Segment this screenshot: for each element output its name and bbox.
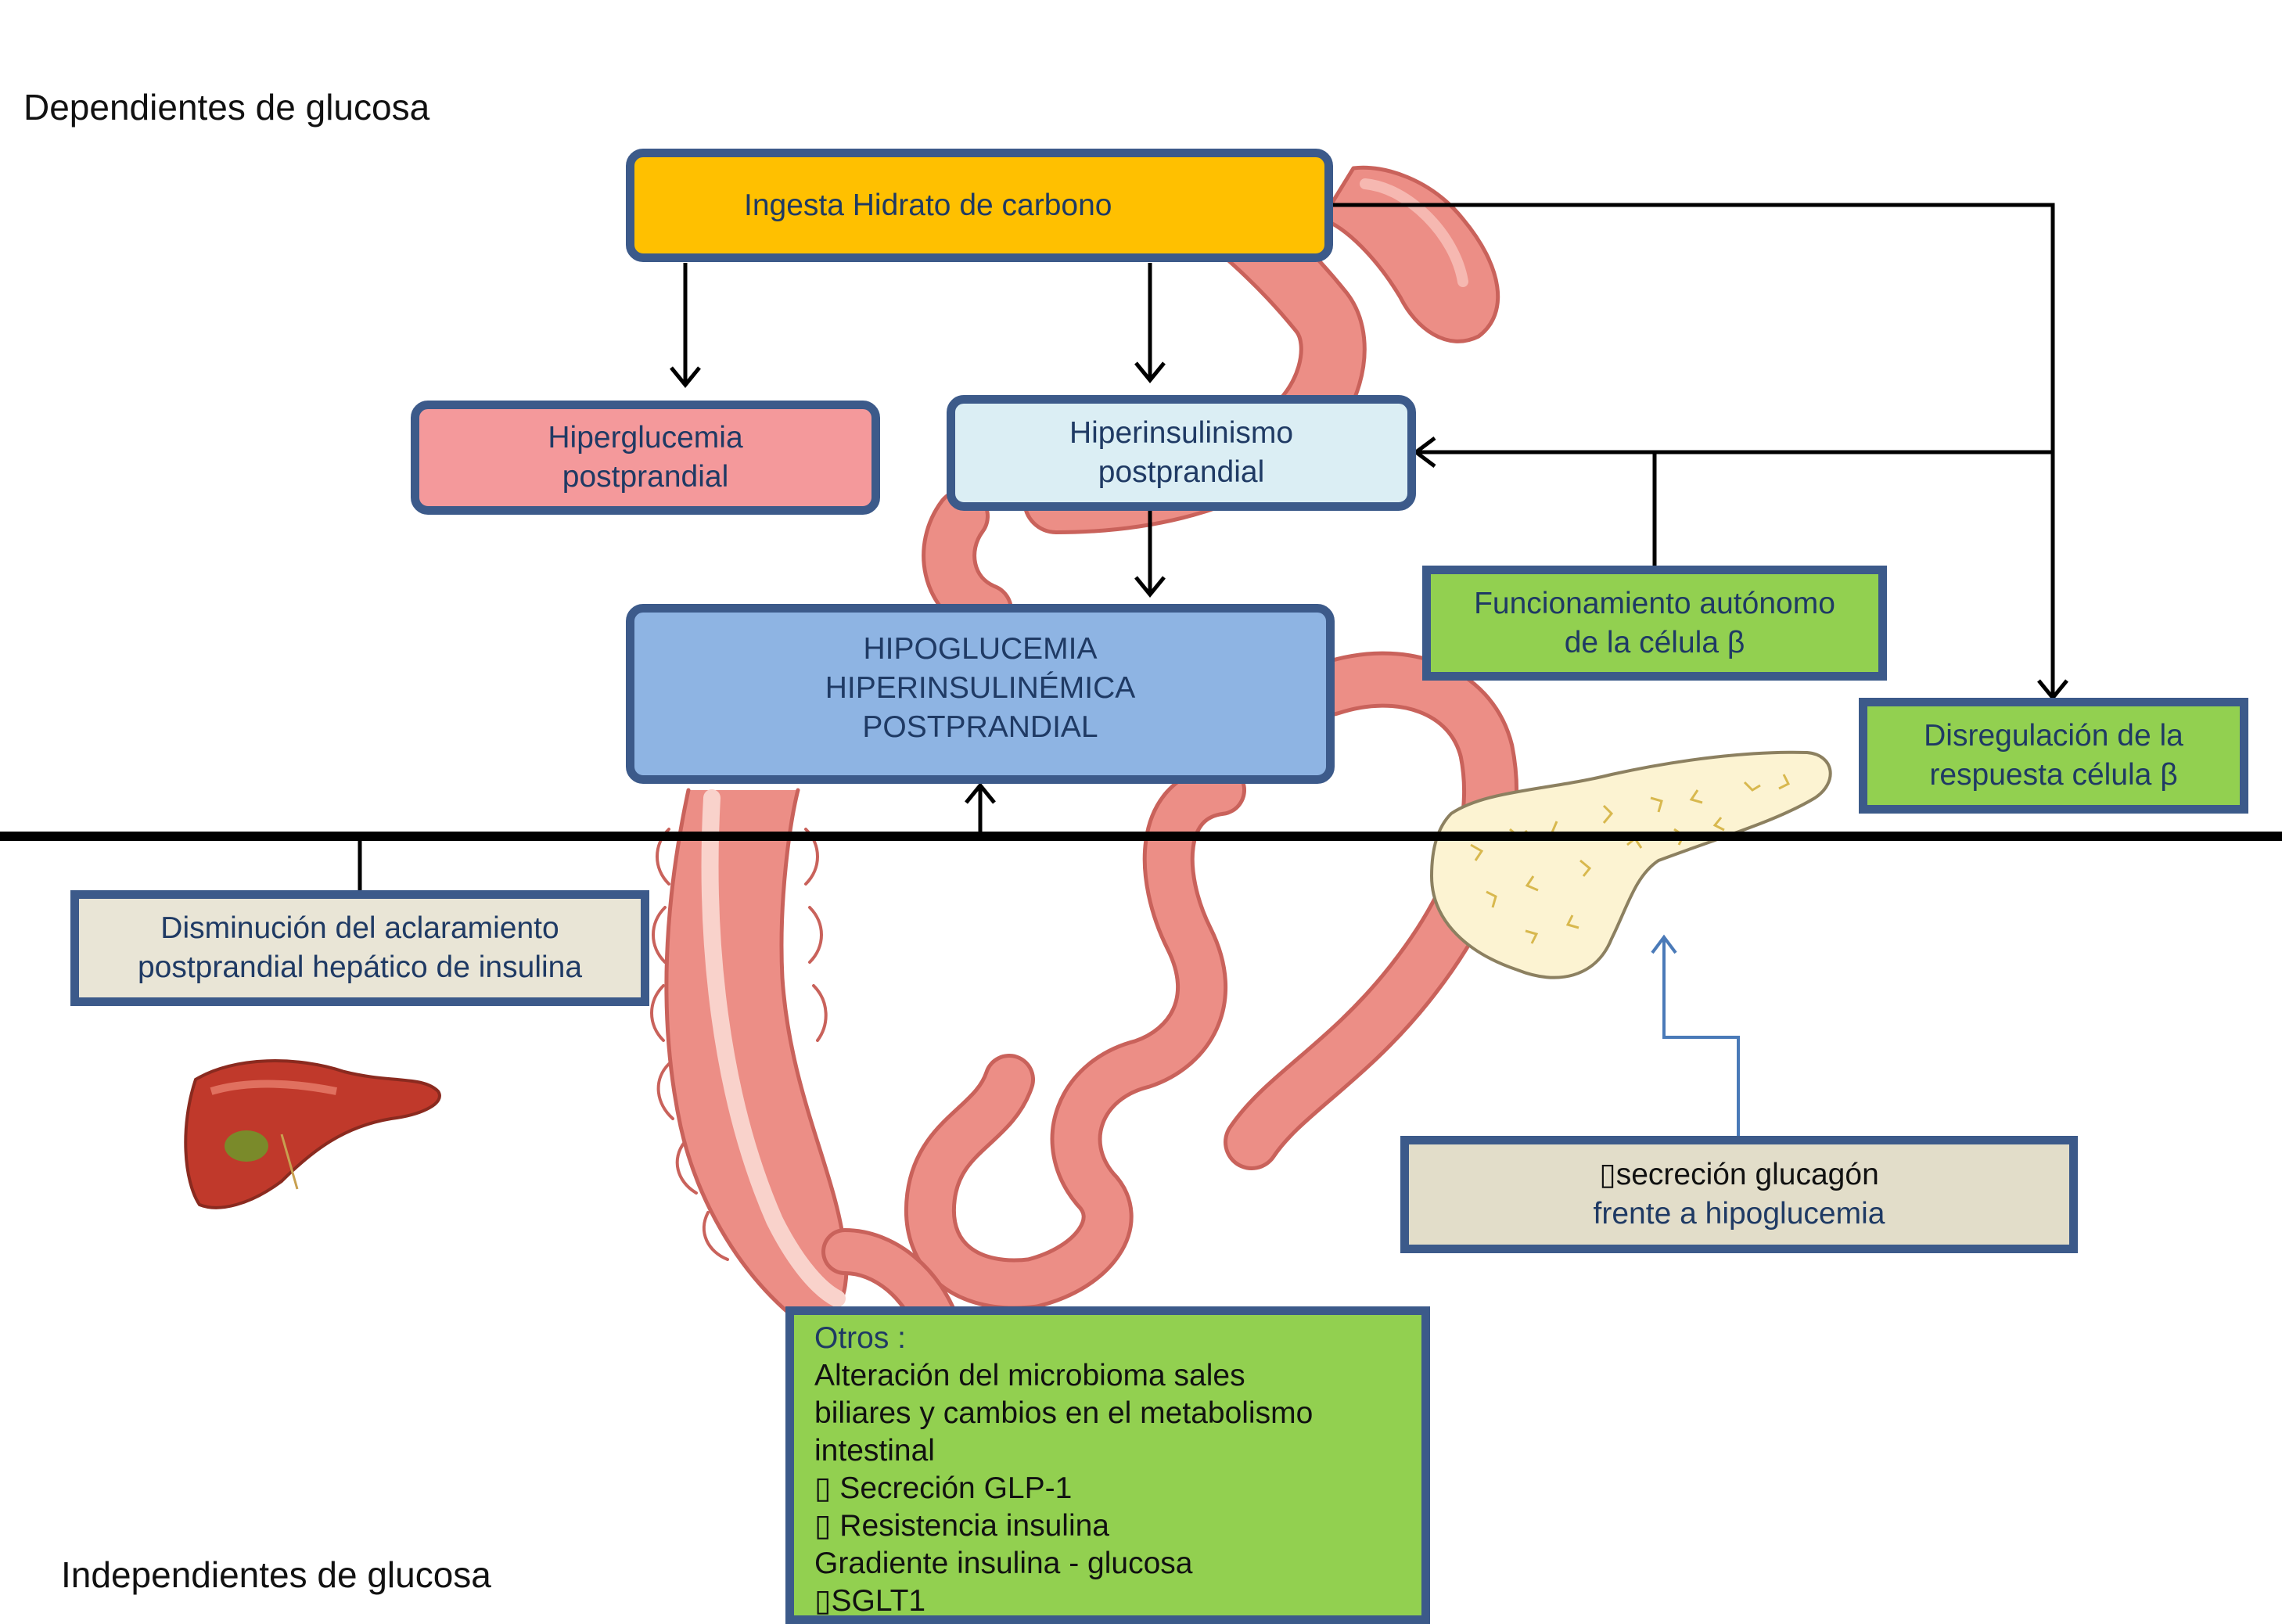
otros-line-2: Alteración del microbioma sales xyxy=(814,1359,1245,1392)
funcionamiento-line-2: de la célula β xyxy=(1564,625,1745,659)
hiperglucemia-line-2: postprandial xyxy=(562,460,729,494)
hiperinsulinismo-line-1: Hiperinsulinismo xyxy=(1069,416,1294,450)
otros-line-1: Otros : xyxy=(814,1321,907,1355)
box-secrecion-glucagon: ▯secreción glucagón frente a hipoglucemi… xyxy=(1400,1136,2078,1253)
otros-line-6: ▯ Resistencia insulina xyxy=(814,1509,1109,1543)
box-otros-factores: Otros : Alteración del microbioma sales … xyxy=(785,1306,1430,1624)
otros-text-8: SGLT1 xyxy=(831,1584,926,1618)
aclaramiento-line-1: Disminución del aclaramiento xyxy=(160,911,559,945)
otros-line-7: Gradiente insulina - glucosa xyxy=(814,1547,1193,1580)
label-dependientes-glucosa: Dependientes de glucosa xyxy=(23,87,430,128)
box-disregulacion-respuesta: Disregulación de la respuesta célula β xyxy=(1859,698,2248,814)
label-independientes-glucosa: Independientes de glucosa xyxy=(61,1554,491,1595)
box-hipoglucemia-hiperinsulinemica: HIPOGLUCEMIA HIPERINSULINÉMICA POSTPRAND… xyxy=(626,604,1335,784)
hipoglucemia-line-1: HIPOGLUCEMIA xyxy=(863,632,1098,666)
disregulacion-line-2: respuesta célula β xyxy=(1929,758,2178,792)
glucagon-text-1: secreción glucagón xyxy=(1615,1158,1879,1191)
box-ingesta-hidrato-carbono: Ingesta Hidrato de carbono xyxy=(626,149,1333,262)
hipoglucemia-line-3: POSTPRANDIAL xyxy=(862,710,1098,744)
hipoglucemia-line-2: HIPERINSULINÉMICA xyxy=(825,671,1136,705)
ingesta-text: Ingesta Hidrato de carbono xyxy=(744,188,1112,222)
hiperinsulinismo-line-2: postprandial xyxy=(1098,455,1265,489)
otros-line-5: ▯ Secreción GLP-1 xyxy=(814,1471,1073,1505)
otros-line-4: intestinal xyxy=(814,1434,935,1468)
liver-illustration xyxy=(184,1059,441,1209)
glucagon-arrow xyxy=(1651,934,1740,1138)
otros-line-3: biliares y cambios en el metabolismo xyxy=(814,1396,1313,1430)
box-hiperinsulinismo-postprandial: Hiperinsulinismo postprandial xyxy=(947,395,1416,511)
pancreas-illustration xyxy=(1429,750,1832,979)
otros-text-6: Resistencia insulina xyxy=(831,1509,1109,1543)
glucagon-line-2: frente a hipoglucemia xyxy=(1593,1197,1885,1231)
box-hiperglucemia-postprandial: Hiperglucemia postprandial xyxy=(411,401,880,515)
hiperglucemia-line-1: Hiperglucemia xyxy=(548,421,743,455)
glucagon-line-1: ▯secreción glucagón xyxy=(1599,1158,1879,1191)
funcionamiento-line-1: Funcionamiento autónomo xyxy=(1474,586,1835,620)
box-disminucion-aclaramiento: Disminución del aclaramiento postprandia… xyxy=(70,890,649,1006)
aclaramiento-line-2: postprandial hepático de insulina xyxy=(137,950,583,984)
otros-line-8: ▯SGLT1 xyxy=(814,1584,926,1618)
box-funcionamiento-autonomo: Funcionamiento autónomo de la célula β xyxy=(1422,566,1887,681)
connector-lines xyxy=(358,203,2068,893)
otros-text-5: Secreción GLP-1 xyxy=(831,1471,1073,1505)
disregulacion-line-1: Disregulación de la xyxy=(1924,719,2183,753)
